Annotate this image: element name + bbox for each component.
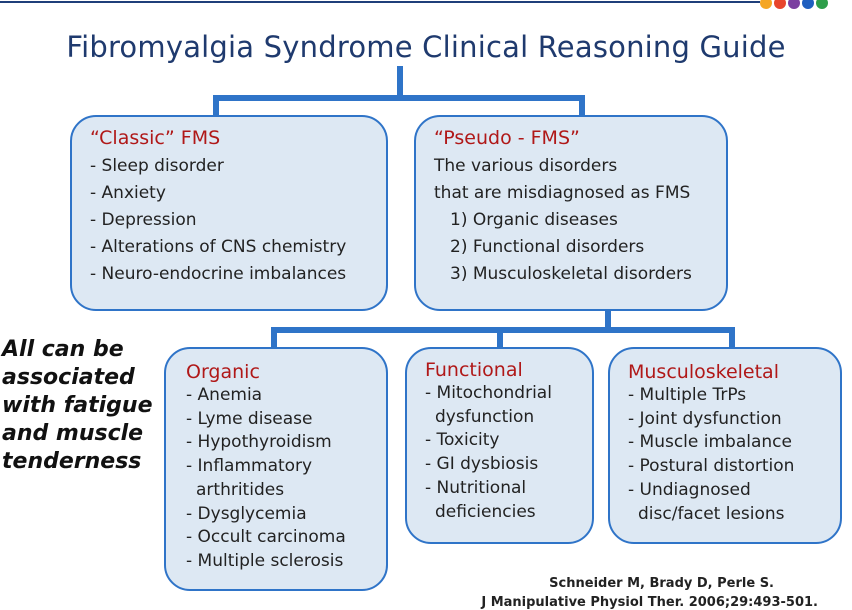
organic-heading: Organic bbox=[186, 361, 260, 383]
list-item: - Occult carcinoma bbox=[186, 527, 346, 548]
list-item: - Inflammatory bbox=[186, 456, 313, 477]
list-item-continuation: deficiencies bbox=[435, 501, 536, 522]
dot-icon bbox=[816, 0, 828, 9]
side-note: All can be associated with fatigue and m… bbox=[2, 336, 153, 476]
list-item-continuation: disc/facet lesions bbox=[638, 503, 785, 524]
musculoskeletal-heading: Musculoskeletal bbox=[628, 361, 779, 383]
list-item-continuation: dysfunction bbox=[435, 406, 535, 427]
dot-icon bbox=[802, 0, 814, 9]
list-item: - Joint dysfunction bbox=[628, 408, 782, 429]
list-item: - Hypothyroidism bbox=[186, 432, 332, 453]
dot-icon bbox=[760, 0, 772, 9]
citation-authors: Schneider M, Brady D, Perle S. bbox=[549, 576, 774, 591]
list-item: - Depression bbox=[90, 210, 197, 230]
list-item: - Sleep disorder bbox=[90, 156, 224, 176]
list-item: - Anxiety bbox=[90, 183, 166, 203]
pseudo-intro-line: The various disorders bbox=[434, 156, 618, 176]
list-item: 2) Functional disorders bbox=[450, 237, 645, 257]
list-item-continuation: arthritides bbox=[196, 479, 285, 500]
classic-fms-heading: “Classic” FMS bbox=[90, 127, 221, 149]
list-item: - Neuro-endocrine imbalances bbox=[90, 264, 347, 284]
classic-fms-box: “Classic” FMS - Sleep disorder - Anxiety… bbox=[70, 115, 388, 311]
pseudo-fms-heading: “Pseudo - FMS” bbox=[434, 127, 580, 149]
top-rule bbox=[0, 1, 760, 3]
list-item: - Alterations of CNS chemistry bbox=[90, 237, 347, 257]
functional-heading: Functional bbox=[425, 359, 523, 381]
list-item: 3) Musculoskeletal disorders bbox=[450, 264, 692, 284]
list-item: 1) Organic diseases bbox=[450, 210, 618, 230]
pseudo-intro-line: that are misdiagnosed as FMS bbox=[434, 183, 691, 203]
organic-box: Organic - Anemia - Lyme disease - Hypoth… bbox=[164, 347, 388, 591]
side-note-line: with fatigue bbox=[2, 393, 153, 418]
list-item: - Postural distortion bbox=[628, 456, 795, 477]
list-item: - Multiple sclerosis bbox=[186, 550, 344, 571]
musculoskeletal-box: Musculoskeletal - Multiple TrPs - Joint … bbox=[608, 347, 842, 544]
list-item: - Mitochondrial bbox=[425, 383, 552, 403]
citation-journal: J Manipulative Physiol Ther. 2006;29:493… bbox=[481, 595, 818, 610]
list-item: - GI dysbiosis bbox=[425, 454, 539, 475]
functional-box: Functional - Mitochondrial dysfunction -… bbox=[405, 347, 594, 544]
list-item: - Anemia bbox=[186, 385, 263, 405]
list-item: - Lyme disease bbox=[186, 408, 313, 429]
list-item: - Dysglycemia bbox=[186, 503, 307, 524]
side-note-line: All can be bbox=[2, 337, 124, 362]
pseudo-fms-box: “Pseudo - FMS” The various disorders tha… bbox=[414, 115, 728, 311]
dot-icon bbox=[788, 0, 800, 9]
side-note-line: and muscle bbox=[2, 421, 144, 446]
list-item: - Undiagnosed bbox=[628, 479, 751, 500]
list-item: - Multiple TrPs bbox=[628, 385, 747, 405]
list-item: - Muscle imbalance bbox=[628, 432, 792, 453]
side-note-line: tenderness bbox=[2, 449, 142, 474]
decorative-dots bbox=[760, 0, 828, 9]
list-item: - Nutritional bbox=[425, 477, 527, 498]
dot-icon bbox=[774, 0, 786, 9]
list-item: - Toxicity bbox=[425, 430, 500, 451]
page-title: Fibromyalgia Syndrome Clinical Reasoning… bbox=[66, 30, 786, 64]
side-note-line: associated bbox=[2, 365, 135, 390]
